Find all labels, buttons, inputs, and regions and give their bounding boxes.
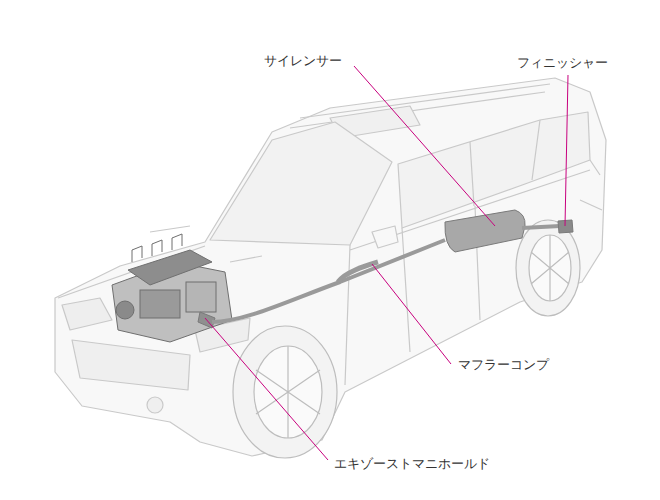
leader-line — [565, 75, 568, 226]
rear-rim — [529, 235, 571, 301]
headlight — [62, 298, 112, 330]
side-mirror — [372, 226, 398, 248]
front-rim — [254, 346, 322, 438]
grille — [72, 340, 190, 390]
door-lines — [345, 170, 590, 385]
part-label: マフラーコンプ — [456, 356, 551, 374]
part-label: フィニッシャー — [515, 54, 610, 72]
leader-line — [372, 264, 451, 364]
rear-end — [580, 160, 602, 210]
silencer — [445, 210, 525, 252]
front-spokes — [256, 346, 320, 438]
leader-line — [205, 318, 328, 460]
rear-wheel — [516, 220, 580, 316]
part-label: サイレンサー — [262, 52, 344, 70]
roof-panel — [290, 84, 550, 128]
window-pillar — [470, 120, 540, 206]
rear-spokes — [531, 235, 569, 301]
side-window — [398, 112, 590, 228]
windshield — [210, 122, 392, 245]
part-label: エキゾーストマニホールド — [332, 455, 492, 473]
fog-lamp — [147, 397, 163, 413]
exhaust-system — [198, 210, 573, 328]
engine — [112, 234, 232, 342]
front-wheel — [233, 326, 337, 458]
leader-line — [354, 66, 495, 226]
